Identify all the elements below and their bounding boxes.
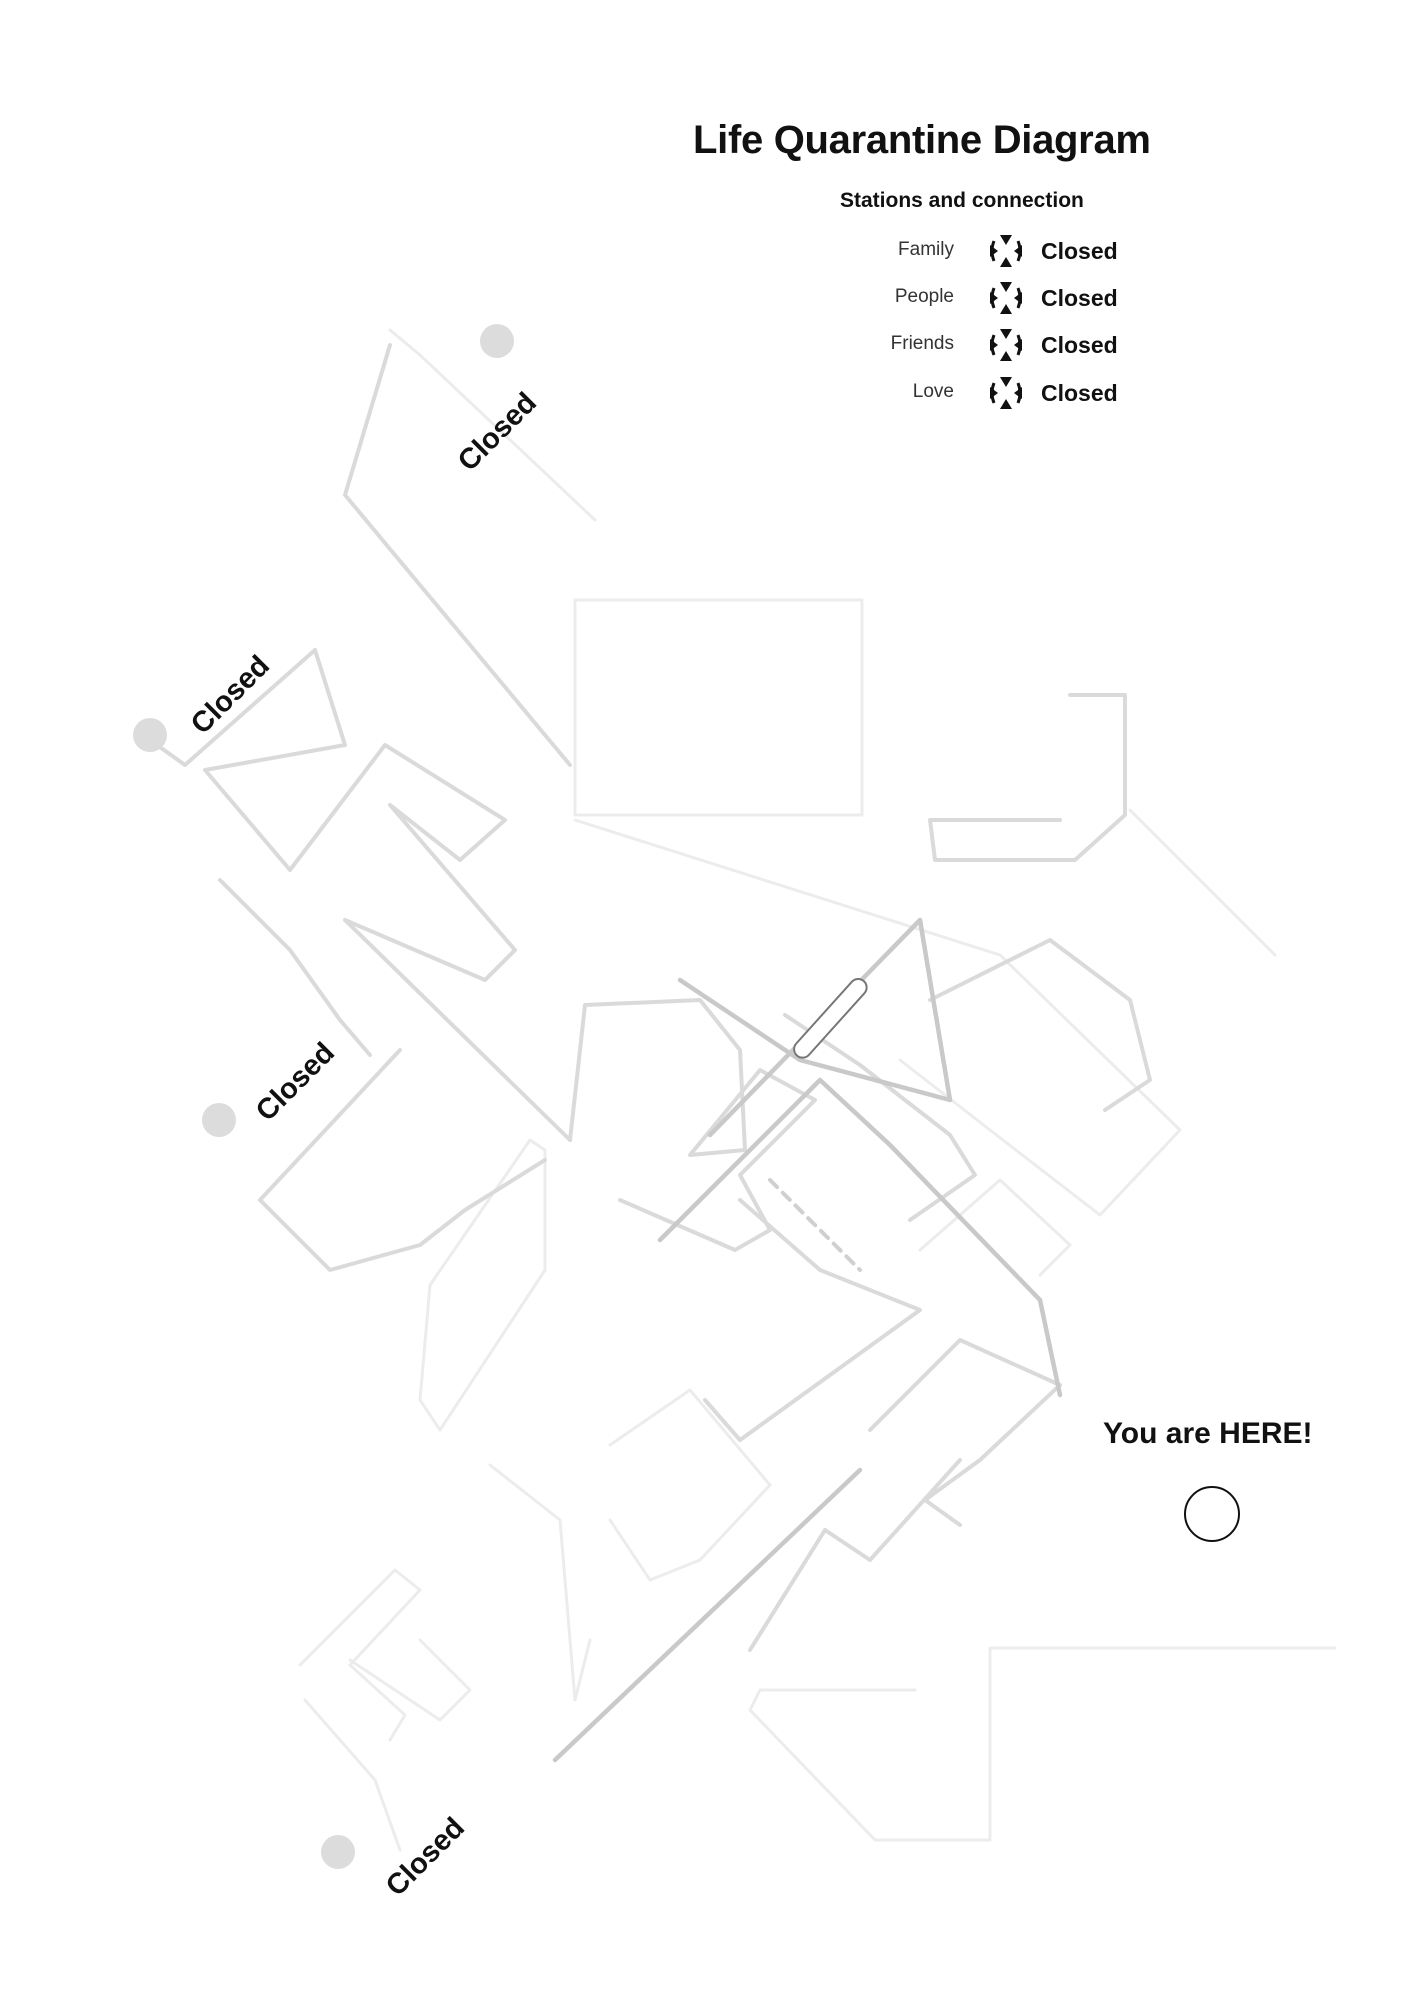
legend-row-family: Family Closed [860, 230, 1140, 270]
terminal-dot [480, 324, 514, 358]
closed-station-icon [990, 329, 1022, 361]
route-line [388, 328, 597, 522]
route-line [218, 878, 372, 1057]
route-line [303, 1698, 402, 1852]
legend-station-name: Family [898, 239, 954, 260]
route-line [868, 1338, 1062, 1527]
route-line [568, 998, 817, 1252]
route-line [1128, 808, 1277, 957]
route-line [928, 693, 1127, 862]
route-line [657, 1077, 1063, 1398]
legend-station-name: Friends [890, 333, 954, 354]
dashed-route [768, 1178, 862, 1272]
capsule-marker [793, 977, 868, 1059]
route-line [928, 938, 1152, 1112]
closed-station-icon [990, 235, 1022, 267]
legend-status: Closed [1041, 238, 1118, 264]
legend-status: Closed [1041, 332, 1118, 358]
route-line [343, 343, 572, 767]
legend-status: Closed [1041, 285, 1118, 311]
route-line [573, 818, 1182, 1217]
route-line [918, 1178, 1072, 1277]
closed-station-icon [990, 377, 1022, 409]
legend-row-people: People Closed [860, 277, 1140, 317]
legend-status: Closed [1041, 380, 1118, 406]
legend-heading: Stations and connection [840, 189, 1084, 212]
you-are-here-marker [1184, 1486, 1240, 1542]
page-title: Life Quarantine Diagram [693, 118, 1151, 162]
route-line [258, 1048, 547, 1272]
route-line [488, 1463, 592, 1702]
route-line [148, 648, 572, 1142]
route-line [298, 1568, 422, 1742]
you-are-here-label: You are HERE! [1103, 1417, 1313, 1450]
route-line [703, 1198, 922, 1442]
legend-station-name: Love [912, 381, 954, 402]
legend-station-name: People [894, 286, 954, 307]
terminal-dot [321, 1835, 355, 1869]
route-line [748, 1646, 1337, 1842]
route-line [418, 1138, 547, 1432]
route-line [748, 1458, 962, 1652]
legend-row-friends: Friends Closed [860, 324, 1140, 364]
route-line [348, 1638, 472, 1722]
route-line [573, 598, 864, 817]
terminal-dot [133, 718, 167, 752]
terminal-dot [202, 1103, 236, 1137]
route-line [608, 1388, 772, 1582]
route-line [783, 1013, 977, 1222]
legend-row-love: Love Closed [860, 372, 1140, 412]
route-line [552, 1467, 863, 1763]
closed-station-icon [990, 282, 1022, 314]
